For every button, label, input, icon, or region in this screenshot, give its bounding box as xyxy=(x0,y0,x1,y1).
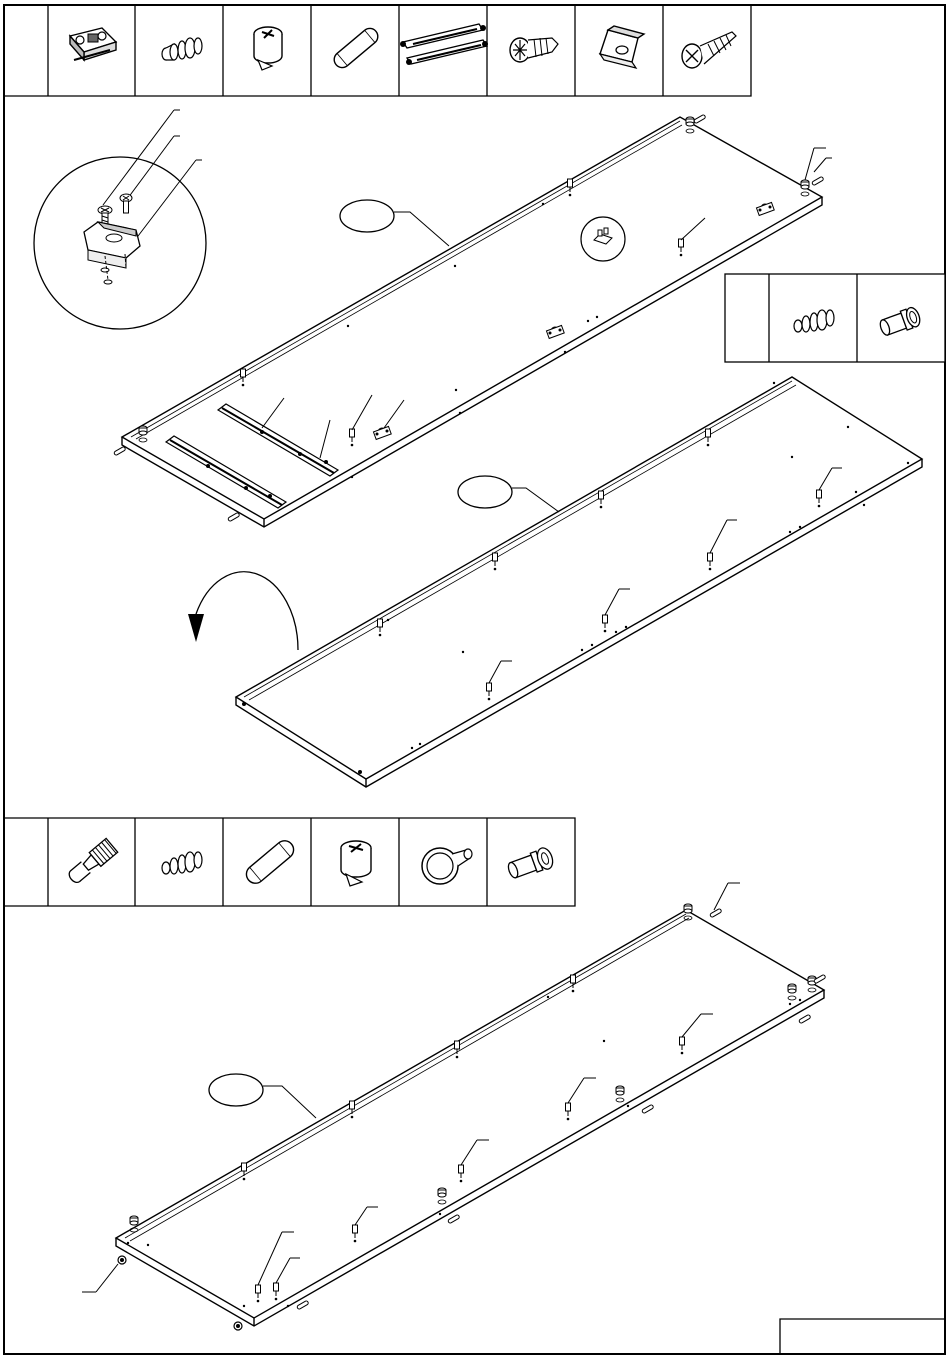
panel-3-label xyxy=(209,1074,263,1106)
corner-bracket-icon xyxy=(600,26,644,68)
cam-lock-icon xyxy=(254,27,282,70)
step-3-panel-drawing xyxy=(82,883,826,1330)
wood-dowel-icon xyxy=(243,837,297,887)
rotate-panel-icon xyxy=(188,572,298,650)
detail-callout-small xyxy=(581,217,625,261)
drawer-runner-icon xyxy=(400,24,488,65)
plastic-dowel-icon xyxy=(162,38,202,60)
hinge-plate-icon xyxy=(70,28,116,60)
flat-head-screw-icon xyxy=(510,38,558,62)
bottom-parts-table xyxy=(4,818,575,906)
cam-lock-icon xyxy=(341,841,371,886)
panel-3 xyxy=(82,883,826,1330)
countersunk-screw-icon xyxy=(682,32,736,68)
panel-1-label xyxy=(340,200,394,232)
wood-dowel-icon xyxy=(331,25,381,71)
plastic-dowel-icon xyxy=(162,852,202,874)
page-number-box xyxy=(780,1319,945,1354)
panel-2-label xyxy=(458,476,512,508)
side-parts-table xyxy=(725,274,945,362)
cam-sleeve-icon xyxy=(506,846,556,882)
knob-icon xyxy=(422,848,472,884)
detail-callout xyxy=(34,110,206,329)
top-parts-table xyxy=(4,5,751,96)
cam-bolt-icon xyxy=(66,838,118,886)
